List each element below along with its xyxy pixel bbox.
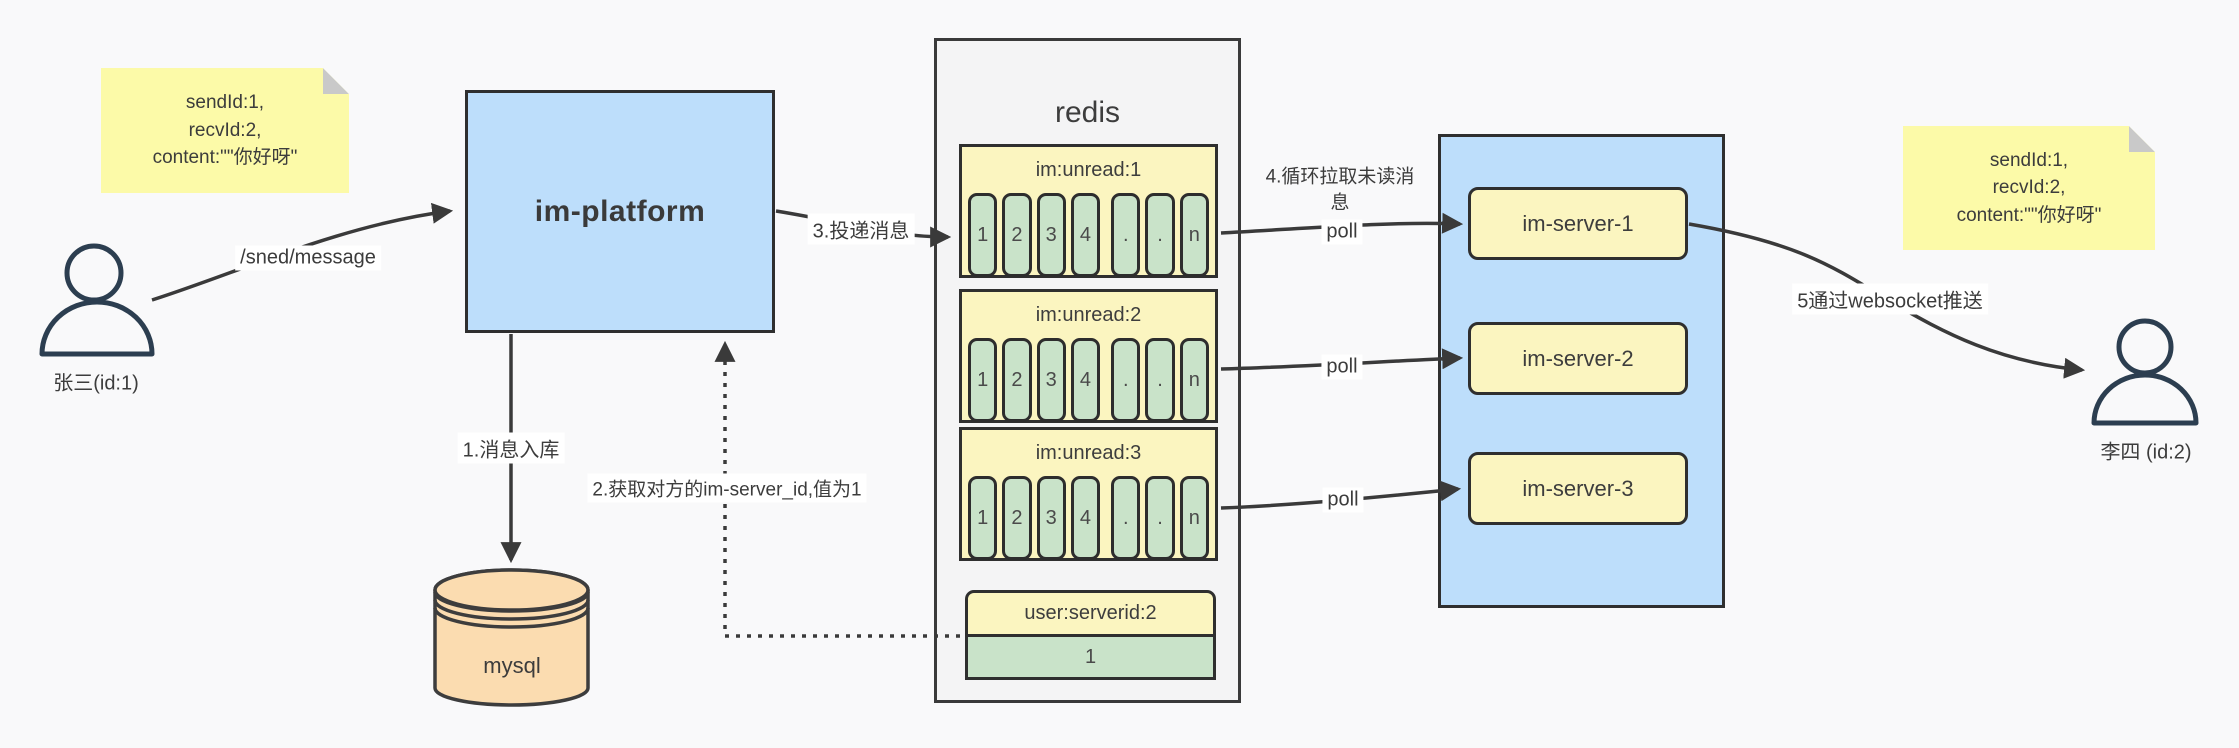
queue-cell: 3 xyxy=(1036,193,1066,277)
kv-value: 1 xyxy=(965,637,1216,680)
note-fold-cut xyxy=(2129,126,2155,152)
queue-cell: 1 xyxy=(968,476,998,560)
queue-cell: n xyxy=(1179,476,1209,560)
im-server-2-label: im-server-2 xyxy=(1522,345,1634,371)
queue-cell: . xyxy=(1111,193,1141,277)
user-icon xyxy=(39,243,155,357)
user-icon xyxy=(2091,318,2199,426)
queue-cell: 3 xyxy=(1036,338,1066,422)
queue-cell: . xyxy=(1111,476,1141,560)
queue-im-unread-3: im:unread:3 1 2 3 4 . . n xyxy=(959,427,1218,561)
queue-cells: 1 2 3 4 . . n xyxy=(962,476,1215,560)
kv-header: user:serverid:2 xyxy=(965,590,1216,637)
edge-label-step4: 4.循环拉取未读消息 xyxy=(1265,166,1415,213)
note-text: sendId:1, recvId:2, content:""你好呀" xyxy=(152,92,298,169)
queue-cell: . xyxy=(1111,338,1141,422)
sticky-note-request-payload: sendId:1, recvId:2, content:""你好呀" xyxy=(101,68,349,193)
im-server-2-box: im-server-2 xyxy=(1468,322,1688,395)
database-cylinder-icon xyxy=(433,568,590,707)
mysql-label: mysql xyxy=(483,653,541,678)
queue-header: im:unread:1 xyxy=(1035,158,1142,181)
im-platform-box: im-platform xyxy=(465,90,775,333)
queue-cell: . xyxy=(1145,193,1175,277)
im-server-3-box: im-server-3 xyxy=(1468,452,1688,525)
im-server-1-box: im-server-1 xyxy=(1468,187,1688,260)
queue-im-unread-1: im:unread:1 1 2 3 4 . . n xyxy=(959,144,1218,278)
note-fold-cut xyxy=(323,68,349,94)
queue-cell: 2 xyxy=(1002,338,1032,422)
edge-label-step1: 1.消息入库 xyxy=(457,432,565,464)
edge-label-send-message: /sned/message xyxy=(235,245,381,271)
queue-header: im:unread:3 xyxy=(1035,441,1142,464)
edge-label-poll-2: poll xyxy=(1321,354,1363,380)
queue-cell: . xyxy=(1145,476,1175,560)
queue-cells: 1 2 3 4 . . n xyxy=(962,338,1215,422)
redis-title: redis xyxy=(1054,96,1121,129)
queue-cell: 4 xyxy=(1070,338,1101,422)
edge-label-step3: 3.投递消息 xyxy=(807,213,915,245)
queue-im-unread-2: im:unread:2 1 2 3 4 . . n xyxy=(959,289,1218,423)
queue-cell: . xyxy=(1145,338,1175,422)
queue-cell: 1 xyxy=(968,338,998,422)
edge-label-step5: 5通过websocket推送 xyxy=(1792,283,1988,315)
edge-label-poll-1: poll xyxy=(1321,219,1363,245)
sender-label: 张三(id:1) xyxy=(53,372,139,395)
im-platform-label: im-platform xyxy=(534,194,706,228)
im-server-3-label: im-server-3 xyxy=(1522,475,1634,501)
note-text: sendId:1, recvId:2, content:""你好呀" xyxy=(1956,149,2102,226)
im-server-1-label: im-server-1 xyxy=(1522,210,1634,236)
edge-label-step2: 2.获取对方的im-server_id,值为1 xyxy=(587,473,867,503)
sticky-note-push-payload: sendId:1, recvId:2, content:""你好呀" xyxy=(1903,126,2155,250)
redis-container: redis im:unread:1 1 2 3 4 . . n im:unrea… xyxy=(934,38,1241,703)
edge-label-poll-3: poll xyxy=(1322,487,1364,513)
queue-cell: 4 xyxy=(1070,193,1101,277)
queue-cell: 4 xyxy=(1070,476,1101,560)
queue-cell: 2 xyxy=(1002,476,1032,560)
queue-cell: 3 xyxy=(1036,476,1066,560)
receiver-label: 李四 (id:2) xyxy=(2100,441,2192,464)
queue-cell: 1 xyxy=(968,193,998,277)
queue-cells: 1 2 3 4 . . n xyxy=(962,193,1215,277)
kv-user-serverid: user:serverid:2 1 xyxy=(965,590,1216,680)
queue-cell: 2 xyxy=(1002,193,1032,277)
queue-cell: n xyxy=(1179,193,1209,277)
queue-header: im:unread:2 xyxy=(1035,303,1142,326)
queue-cell: n xyxy=(1179,338,1209,422)
